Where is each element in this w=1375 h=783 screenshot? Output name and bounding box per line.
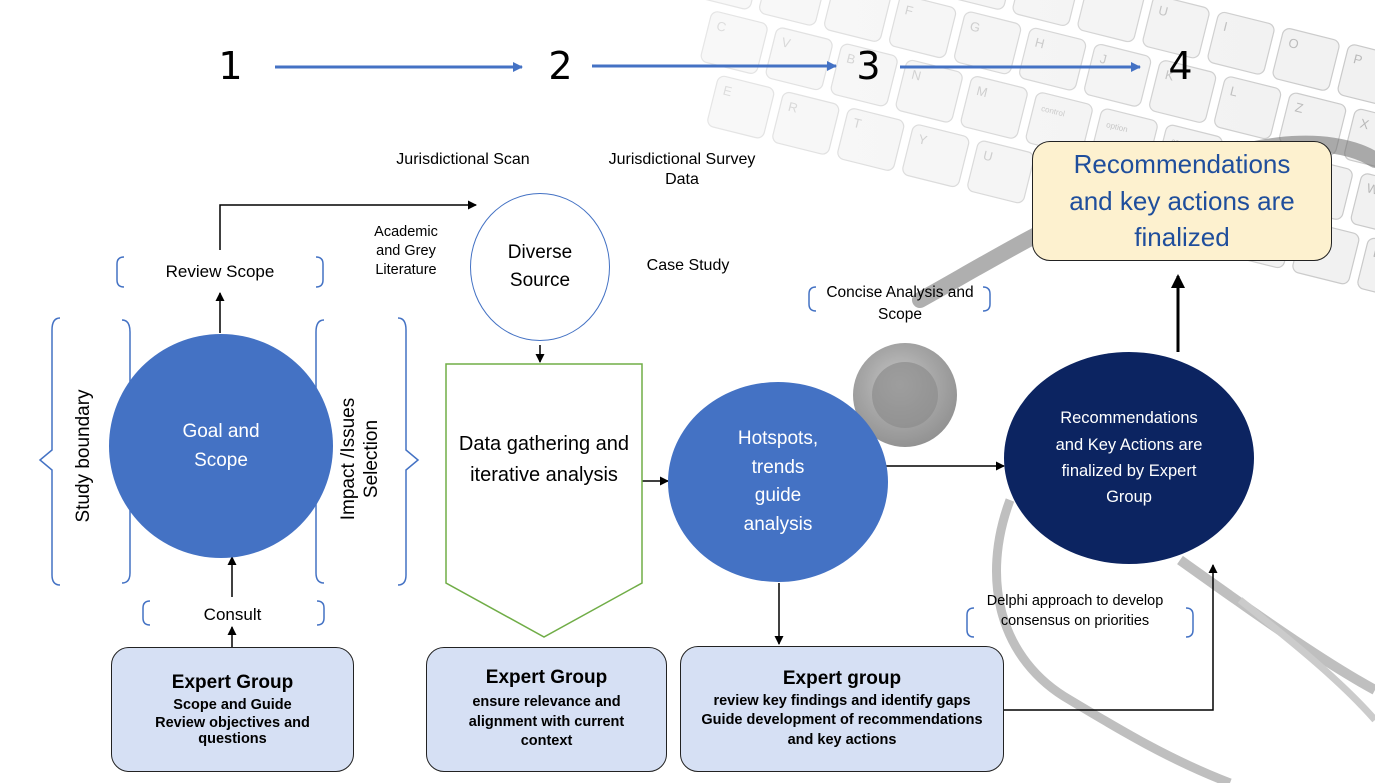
data-gathering-chevron: [445, 363, 643, 638]
expert-group-box-2: Expert Group ensure relevance and alignm…: [426, 647, 667, 772]
expert-box-2-line-1: ensure relevance and alignment with curr…: [468, 694, 625, 750]
bracket-delphi-left: [966, 607, 975, 638]
step-number-4: 4: [1168, 44, 1193, 88]
review-scope-label: Review Scope: [165, 262, 275, 281]
concise-analysis-label: Concise Analysis and Scope: [826, 284, 974, 323]
bracket-study-left: [38, 317, 61, 586]
arrow-box-to-final-circle: [1003, 564, 1218, 711]
diverse-source-text: Diverse Source: [507, 242, 573, 291]
expert-box-2-title: Expert Group: [485, 667, 608, 689]
bracket-review-left: [116, 256, 125, 288]
expert-group-box-3: Expert group review key findings and ide…: [680, 646, 1004, 772]
final-recommendations-circle: Recommendations and Key Actions are fina…: [1004, 352, 1254, 564]
hotspots-text: Hotspots, trends guide analysis: [737, 428, 819, 535]
jurisdictional-scan-label: Jurisdictional Scan: [396, 151, 530, 168]
arrow-review-to-scan: [219, 200, 477, 250]
academic-literature-label: Academic and Grey Literature: [374, 224, 438, 278]
final-result-box: Recommendations and key actions are fina…: [1032, 141, 1332, 261]
step-number-2: 2: [548, 44, 573, 88]
bracket-concise-right: [982, 286, 991, 312]
expert-box-3-line-2: Guide development of recommendations and…: [701, 712, 983, 748]
study-boundary-label: Study boundary: [73, 389, 94, 523]
expert-box-3-title: Expert group: [782, 667, 902, 689]
expert-box-1-line-2: Review objectives and questions: [155, 715, 310, 747]
diverse-source-circle: Diverse Source: [470, 193, 610, 341]
stethoscope-image: [853, 135, 1375, 783]
case-study-label: Case Study: [646, 257, 730, 274]
bracket-consult-left: [142, 600, 151, 626]
step-number-3: 3: [856, 44, 881, 88]
bracket-delphi-right: [1185, 607, 1194, 638]
final-result-text: Recommendations and key actions are fina…: [1069, 149, 1295, 253]
consult-label: Consult: [203, 605, 262, 624]
expert-box-1-line-1: Scope and Guide: [173, 697, 292, 713]
bracket-review-right: [315, 256, 324, 288]
impact-issues-label: Impact /Issues Selection: [338, 397, 382, 521]
goal-and-scope-text: Goal and Scope: [182, 420, 260, 471]
bracket-concise-left: [808, 286, 817, 312]
expert-box-1-title: Expert Group: [171, 672, 294, 693]
delphi-label: Delphi approach to develop consensus on …: [986, 593, 1164, 629]
hotspots-circle: Hotspots, trends guide analysis: [668, 382, 888, 582]
data-gathering-text: Data gathering and iterative analysis: [458, 433, 630, 486]
expert-box-3-line-1: review key findings and identify gaps: [713, 692, 971, 709]
goal-and-scope-circle: Goal and Scope: [109, 334, 333, 558]
step-number-1: 1: [218, 44, 243, 88]
bracket-consult-right: [316, 600, 325, 626]
final-recommendations-text: Recommendations and Key Actions are fina…: [1055, 409, 1203, 507]
bracket-impact-right: [397, 317, 420, 586]
expert-group-box-1: Expert Group Scope and Guide Review obje…: [111, 647, 354, 772]
jurisdictional-survey-label: Jurisdictional Survey Data: [608, 151, 756, 188]
